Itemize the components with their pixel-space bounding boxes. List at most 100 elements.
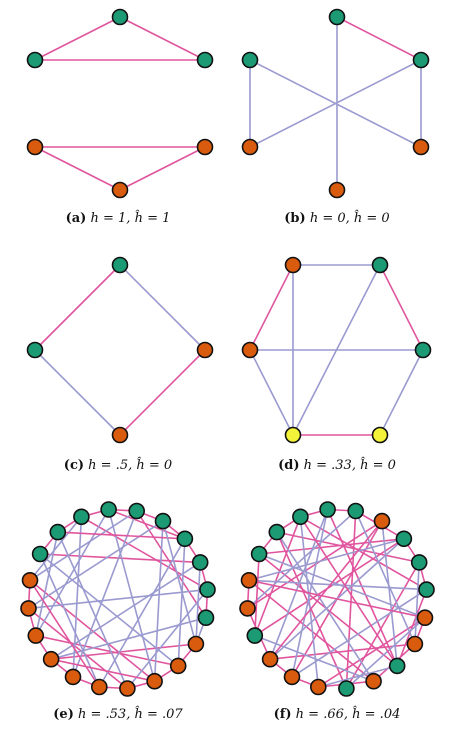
node-teal <box>395 530 413 548</box>
node-teal <box>328 8 346 26</box>
node-orange <box>284 256 302 274</box>
heterophilous-edge <box>50 561 201 660</box>
homophilous-edge <box>29 579 100 688</box>
homophilous-edge <box>248 579 426 619</box>
node-teal <box>100 501 117 518</box>
node-teal <box>388 657 406 675</box>
heterophilous-edge <box>177 538 186 666</box>
node-teal <box>176 530 194 548</box>
panel-f <box>239 501 435 697</box>
caption-f: (f) h = .66, ĥ = .04 <box>274 706 401 722</box>
homophilous-edge <box>396 589 428 667</box>
node-teal <box>199 581 216 598</box>
node-layer <box>239 501 435 697</box>
node-teal <box>128 502 145 520</box>
panel-c <box>26 256 214 444</box>
homophilous-edge <box>34 146 121 191</box>
caption-a: (a) h = 1, ĥ = 1 <box>66 210 171 226</box>
homophilous-edge <box>35 634 179 667</box>
homophilous-edge <box>119 16 206 61</box>
node-teal <box>111 8 129 26</box>
heterophilous-edge <box>119 264 206 351</box>
caption-a-hhat: ĥ = 1 <box>135 210 171 226</box>
edge-layer <box>34 16 206 191</box>
node-orange <box>42 650 60 668</box>
node-orange <box>91 678 108 696</box>
heterophilous-edge <box>39 553 101 688</box>
node-teal <box>154 512 172 530</box>
node-orange <box>365 672 382 690</box>
caption-b-h: h = 0, <box>310 211 350 226</box>
node-teal <box>26 51 44 69</box>
node-layer <box>241 8 430 199</box>
node-orange <box>283 668 301 686</box>
node-orange <box>64 668 82 686</box>
heterophilous-edge <box>153 521 164 682</box>
node-teal <box>246 627 264 644</box>
heterophilous-edge <box>35 509 110 636</box>
homophilous-edge <box>119 146 206 191</box>
caption-c-hhat: ĥ = 0 <box>136 457 172 473</box>
homophilous-edge <box>108 508 186 540</box>
homophilous-edge <box>259 538 404 555</box>
node-teal <box>410 554 428 571</box>
heterophilous-edge <box>248 538 405 582</box>
node-teal <box>414 341 432 359</box>
heterophilous-edge <box>126 589 209 690</box>
edge-layer <box>34 264 206 436</box>
homophilous-edge <box>27 607 128 690</box>
node-orange <box>119 680 136 697</box>
node-orange <box>309 678 327 696</box>
node-teal <box>292 508 309 526</box>
node-orange <box>241 138 259 156</box>
caption-f-hhat: ĥ = .04 <box>352 706 400 722</box>
node-teal <box>111 256 129 274</box>
caption-e-h: h = .53, <box>78 707 130 722</box>
heterophilous-edge <box>98 538 186 688</box>
caption-e-label: (e) <box>53 707 74 722</box>
panel-d <box>241 256 432 444</box>
node-orange <box>241 341 259 359</box>
heterophilous-edge <box>345 617 426 690</box>
homophilous-edge <box>345 562 420 689</box>
homophilous-edge <box>270 643 415 660</box>
node-teal <box>197 609 215 627</box>
homophilous-edge <box>379 264 424 351</box>
heterophilous-edge <box>29 516 83 581</box>
caption-a-label: (a) <box>66 211 87 226</box>
homophilous-edge <box>50 658 155 682</box>
homophilous-edge <box>254 553 260 636</box>
node-teal <box>338 680 355 697</box>
node-layer <box>241 256 432 444</box>
panel-e <box>20 501 216 697</box>
node-layer <box>20 501 216 697</box>
node-orange <box>146 672 163 690</box>
heterophilous-edge <box>34 349 121 436</box>
caption-c-h: h = .5, <box>88 458 132 473</box>
node-orange <box>169 657 187 675</box>
heterophilous-edge <box>254 634 374 682</box>
node-teal <box>347 502 365 520</box>
homophilous-edge <box>29 579 156 682</box>
homophilous-edge <box>247 520 383 610</box>
heterophilous-edge <box>57 531 129 689</box>
caption-d: (d) h = .33, ĥ = 0 <box>278 457 396 473</box>
homophilous-edge <box>81 516 208 591</box>
node-yellow <box>284 426 302 444</box>
caption-f-label: (f) <box>274 707 292 722</box>
edge-layer <box>246 508 428 690</box>
homophilous-edge <box>249 264 294 351</box>
node-teal <box>412 51 430 69</box>
node-orange <box>111 181 129 199</box>
heterophilous-edge <box>354 510 416 645</box>
homophilous-edge <box>299 516 398 667</box>
node-orange <box>20 600 37 617</box>
caption-b-label: (b) <box>284 211 305 226</box>
caption-a-h: h = 1, <box>90 211 130 226</box>
heterophilous-edge <box>29 510 138 581</box>
homophilous-edge <box>336 16 422 61</box>
node-orange <box>187 635 205 653</box>
caption-e-hhat: ĥ = .07 <box>134 706 183 722</box>
node-orange <box>239 600 256 617</box>
caption-b-hhat: ĥ = 0 <box>354 210 390 226</box>
